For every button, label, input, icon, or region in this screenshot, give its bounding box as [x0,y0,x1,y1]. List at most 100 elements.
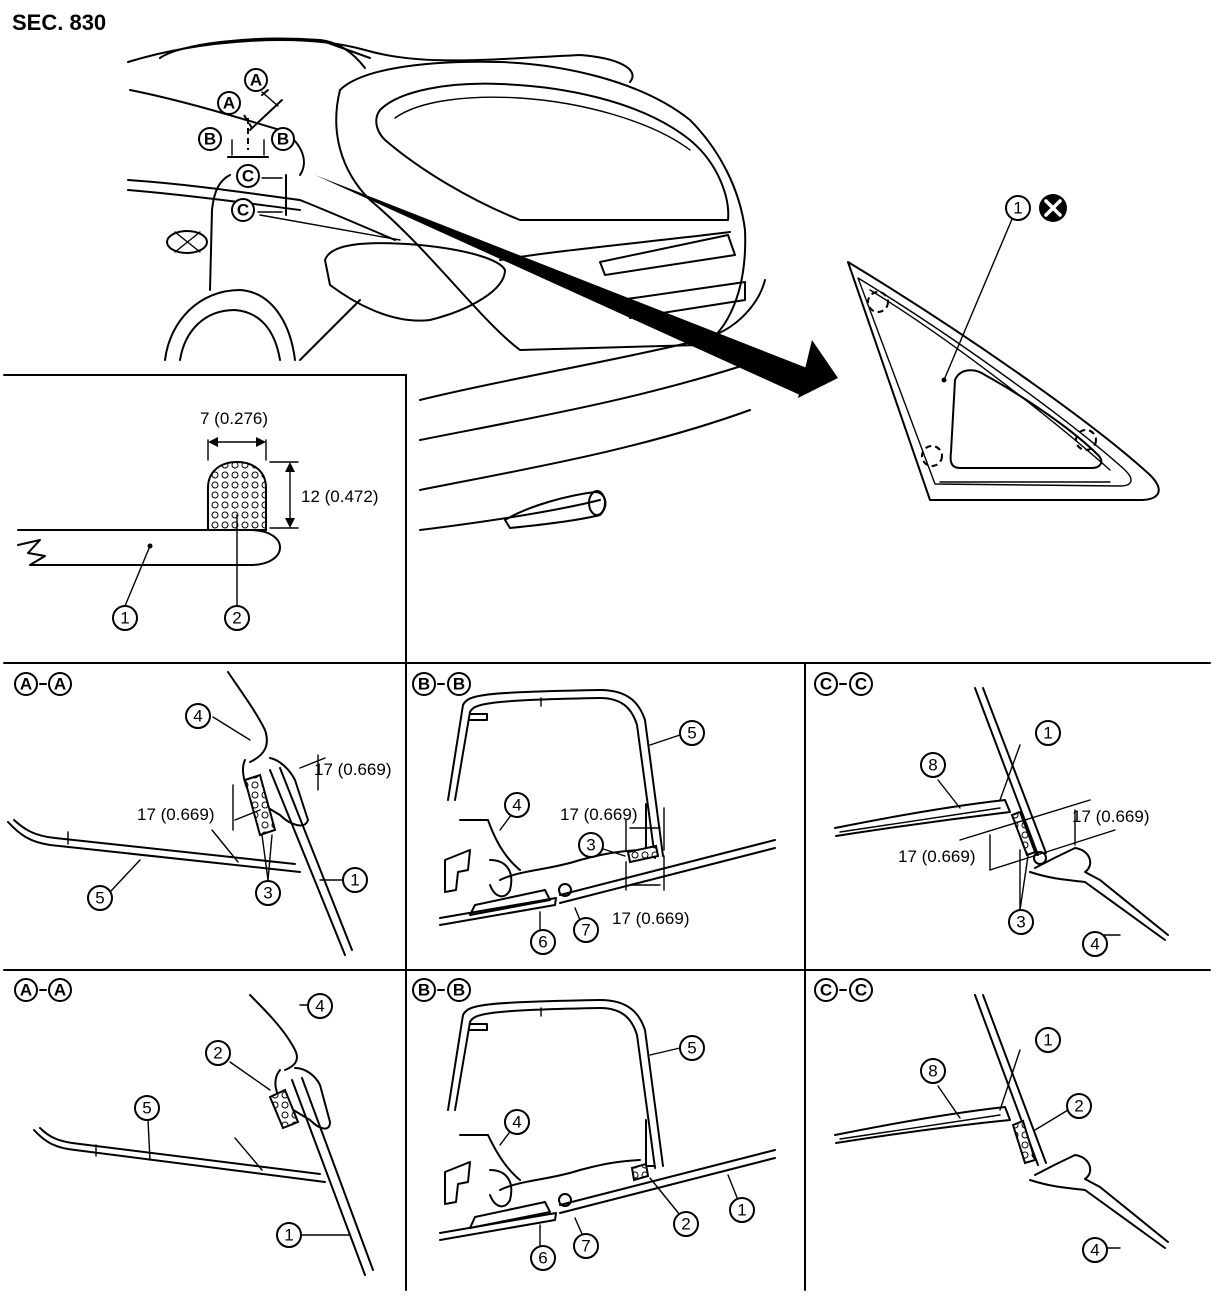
callout-4-b1: 4 [504,792,530,818]
svg-text:6: 6 [538,933,547,952]
svg-text:C: C [855,981,867,1000]
section-c-c-upper [834,687,1169,941]
section-a-a-lower [33,994,374,1276]
svg-text:1: 1 [1043,1031,1052,1050]
svg-text:2: 2 [213,1044,222,1063]
svg-text:1: 1 [1043,724,1052,743]
quarter-window-glass [847,211,1160,501]
svg-text:A: A [54,981,66,1000]
svg-text:C: C [242,167,254,186]
callout-4-b2: 4 [504,1109,530,1135]
svg-text:4: 4 [1090,935,1099,954]
callout-4-a2: 4 [307,993,333,1019]
svg-text:B: B [277,130,289,149]
section-b-b-upper-label: B B [412,672,471,696]
vehicle-rear-view [127,37,766,531]
svg-text:A: A [223,94,235,113]
svg-text:4: 4 [512,1113,521,1132]
svg-text:5: 5 [687,1039,696,1058]
sealant-height-dim: 12 (0.472) [301,487,379,506]
svg-text:6: 6 [538,1249,547,1268]
sealant-bead-detail [17,437,299,607]
callout-2-a2: 2 [205,1040,231,1066]
callout-4-a1: 4 [185,703,211,729]
section-a-a-upper [7,671,353,956]
svg-text:1: 1 [737,1201,746,1220]
svg-text:B: B [453,981,465,1000]
svg-text:2: 2 [232,609,241,628]
svg-text:3: 3 [263,884,272,903]
callout-8-c2: 8 [920,1058,946,1084]
section-c-c-upper-dim-right: 17 (0.669) [1072,807,1150,826]
callout-2-spec: 2 [224,605,250,631]
section-c-c-lower [834,994,1169,1249]
callout-5-b1: 5 [679,720,705,746]
callout-5-a1: 5 [87,885,113,911]
svg-text:1: 1 [350,871,359,890]
svg-text:3: 3 [586,836,595,855]
svg-text:C: C [820,675,832,694]
svg-text:4: 4 [512,796,521,815]
svg-text:A: A [20,981,32,1000]
sealant-width-dim: 7 (0.276) [200,409,268,428]
detail-arrow [315,175,838,398]
fuel-filler-icon [166,230,208,254]
svg-text:8: 8 [928,756,937,775]
svg-text:4: 4 [315,997,324,1016]
callout-1-c1: 1 [1035,720,1061,746]
section-a-a-upper-dim-right: 17 (0.669) [314,760,392,779]
svg-text:4: 4 [1090,1241,1099,1260]
svg-text:B: B [418,675,430,694]
callout-2-b2: 2 [673,1211,699,1237]
svg-text:4: 4 [193,707,202,726]
section-c-c-upper-label: C C [814,672,873,696]
section-title: SEC. 830 [12,10,107,35]
section-a-a-upper-label: A A [14,672,72,696]
svg-text:1: 1 [284,1226,293,1245]
svg-text:A: A [20,675,32,694]
callout-1-b2: 1 [729,1197,755,1223]
callout-1-a1: 1 [342,867,368,893]
section-a-a-upper-dim-left: 17 (0.669) [137,805,215,824]
section-b-b-upper [439,689,776,931]
callout-6-b2: 6 [530,1245,556,1271]
callout-7-b2: 7 [573,1233,599,1259]
svg-text:2: 2 [681,1215,690,1234]
svg-text:8: 8 [928,1062,937,1081]
do-not-reuse-icon [1039,194,1067,222]
svg-text:7: 7 [581,921,590,940]
svg-text:3: 3 [1016,913,1025,932]
svg-text:B: B [418,981,430,1000]
svg-text:5: 5 [687,724,696,743]
svg-text:C: C [855,675,867,694]
section-c-c-upper-dim-left: 17 (0.669) [898,847,976,866]
svg-text:C: C [820,981,832,1000]
svg-text:A: A [54,675,66,694]
callout-3-b1: 3 [578,832,604,858]
callout-5-b2: 5 [679,1035,705,1061]
section-b-b-lower [439,999,776,1246]
callout-1-glass: 1 [1005,195,1031,221]
callout-4-c2: 4 [1082,1237,1108,1263]
section-b-b-upper-dim-bottom: 17 (0.669) [612,909,690,928]
svg-text:1: 1 [1013,199,1022,218]
callout-2-c2: 2 [1066,1093,1092,1119]
callout-1-spec: 1 [112,605,138,631]
svg-text:B: B [204,130,216,149]
svg-text:A: A [250,71,262,90]
callout-1-c2: 1 [1035,1027,1061,1053]
panel-borders [3,374,1211,1291]
callout-8-c1: 8 [920,752,946,778]
svg-text:2: 2 [1074,1097,1083,1116]
callout-6-b1: 6 [530,929,556,955]
callout-3-a1: 3 [255,880,281,906]
callout-1-a2: 1 [276,1222,302,1248]
section-b-b-upper-dim-top: 17 (0.669) [560,805,638,824]
callout-3-c1: 3 [1008,909,1034,935]
callout-5-a2: 5 [134,1095,160,1121]
section-a-a-lower-label: A A [14,978,72,1002]
svg-text:7: 7 [581,1237,590,1256]
section-b-b-lower-label: B B [412,978,471,1002]
svg-text:1: 1 [120,609,129,628]
